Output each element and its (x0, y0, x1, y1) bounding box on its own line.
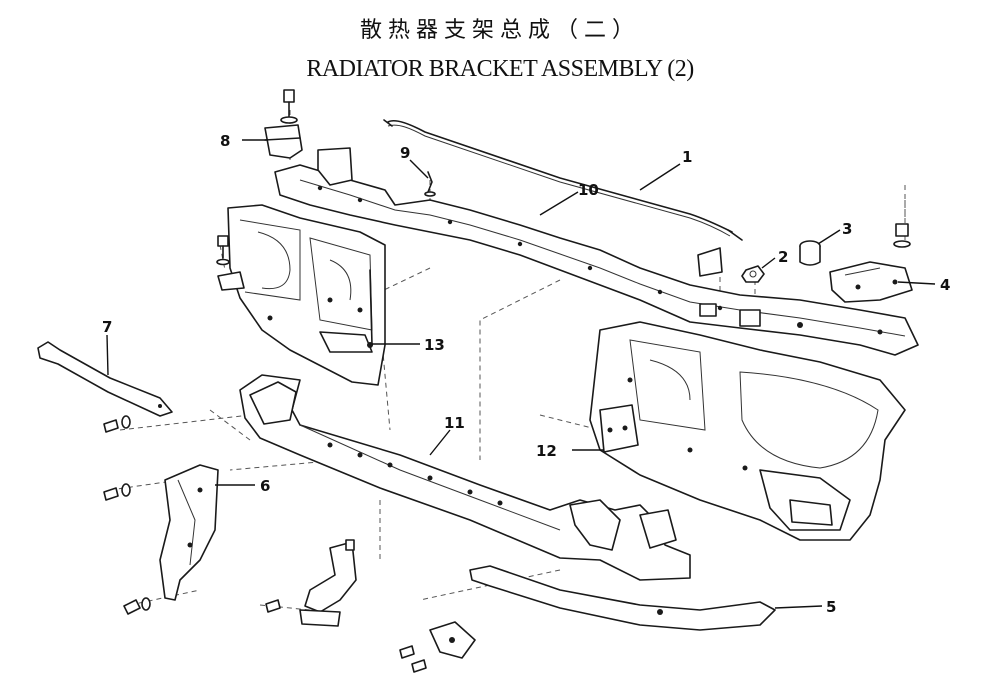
callout-7: 7 (102, 318, 112, 336)
lower-mount-bracket-b (399, 621, 476, 673)
lower-mount-bracket-a (265, 539, 357, 627)
callout-9: 9 (400, 144, 410, 162)
part-10-upper-crossmember (274, 147, 919, 356)
part-4-right-bracket (829, 185, 913, 303)
part-13-stay (319, 331, 373, 353)
diagram-title-english: RADIATOR BRACKET ASSEMBLY (2) (306, 56, 694, 82)
callout-labels: 8 1 9 10 2 3 4 7 13 11 12 6 5 (102, 132, 950, 616)
part-6-left-stay (103, 464, 219, 615)
callout-1: 1 (682, 148, 692, 166)
left-radiator-side-panel (227, 204, 386, 386)
part-11-lower-crossmember (239, 374, 691, 581)
part-3-rubber-plug (799, 240, 821, 266)
callout-3: 3 (842, 220, 852, 238)
callout-2: 2 (778, 248, 788, 266)
right-radiator-side-panel (589, 321, 906, 541)
part-8-upper-bracket (264, 89, 303, 159)
callout-13: 13 (424, 336, 445, 354)
part-2-nut (741, 265, 765, 283)
callout-12: 12 (536, 442, 557, 460)
callout-10: 10 (578, 181, 599, 199)
callout-5: 5 (826, 598, 836, 616)
callout-11: 11 (444, 414, 465, 432)
part-5-lower-brace (469, 565, 776, 631)
part-12-bracket (599, 404, 639, 453)
side-panel-bolt (216, 235, 245, 291)
callout-4: 4 (940, 276, 950, 294)
part-9-bolt (424, 171, 436, 197)
callout-6: 6 (260, 477, 270, 495)
part-7-left-brace (37, 341, 173, 433)
part-1-hood-support-rod (383, 119, 743, 241)
callout-8: 8 (220, 132, 230, 150)
diagram-title-chinese: 散热器支架总成（二） (359, 18, 640, 43)
